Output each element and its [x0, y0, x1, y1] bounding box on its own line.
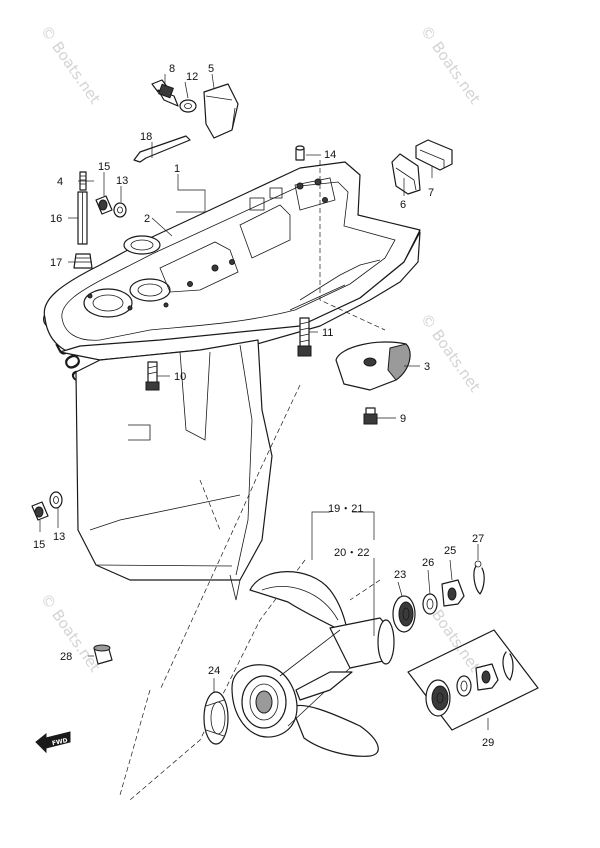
callout-15-top: 15: [98, 161, 110, 173]
part-6-bracket: [391, 153, 421, 195]
callout-11: 11: [322, 327, 333, 339]
part-8-bolt: [151, 79, 179, 107]
callout-12: 12: [186, 71, 198, 83]
callout-10: 10: [174, 371, 186, 383]
callout-7: 7: [428, 187, 434, 199]
callout-13-top: 13: [116, 175, 128, 187]
callout-17: 17: [50, 257, 62, 269]
leader-lines: [39, 73, 489, 730]
fwd-arrow-icon: FWD: [35, 731, 71, 754]
part-15-plug-top: [95, 195, 113, 215]
watermark-top-left: © Boats.net: [37, 22, 104, 107]
callout-6: 6: [400, 199, 406, 211]
callout-4: 4: [57, 176, 63, 188]
callout-3: 3: [424, 361, 430, 373]
callout-9: 9: [400, 413, 406, 425]
part-28-cap: [93, 644, 113, 665]
callout-5: 5: [208, 63, 214, 75]
part-17-fitting: [73, 253, 93, 269]
part-3-trim-tab: [335, 341, 411, 391]
callout-23: 23: [394, 569, 406, 581]
part-23-bearing: [392, 595, 416, 633]
callout-20-22: 20・22: [334, 547, 369, 559]
callout-16: 16: [50, 213, 62, 225]
part-24-thrust-washer: [203, 691, 229, 745]
fwd-label: FWD: [52, 737, 69, 747]
callout-24: 24: [208, 665, 220, 677]
callout-15-lower: 15: [33, 539, 45, 551]
callout-1: 1: [174, 163, 180, 175]
callout-28: 28: [60, 651, 72, 663]
part-12-washer: [179, 99, 197, 113]
callout-27: 27: [472, 533, 484, 545]
part-13-washer-lower: [49, 491, 63, 509]
callouts: 8 12 5 18 14 15 13 1 4 2 16 17 6 7 11 10…: [33, 63, 494, 749]
callout-2: 2: [144, 213, 150, 225]
callout-18: 18: [140, 131, 152, 143]
part-15-plug-lower: [31, 501, 49, 521]
part-16-tube: [77, 191, 88, 245]
part-10-bolt: [145, 361, 160, 391]
watermark-mid-right: © Boats.net: [417, 310, 484, 395]
part-25-nut: [441, 579, 465, 607]
callout-26: 26: [422, 557, 434, 569]
part-18-pin: [133, 135, 191, 163]
callout-25: 25: [444, 545, 456, 557]
part-7-clip: [415, 139, 453, 171]
propeller: [231, 571, 395, 757]
part-14-dowel: [295, 145, 305, 161]
part-9-plug: [363, 407, 378, 425]
callout-19-21: 19・21: [328, 503, 363, 515]
part-13-washer-top: [113, 202, 127, 218]
part-27-cotter-pin: [473, 560, 485, 595]
callout-8: 8: [169, 63, 175, 75]
callout-13-lower: 13: [53, 531, 65, 543]
callout-29: 29: [482, 737, 494, 749]
part-29-kit: [407, 629, 539, 731]
callout-14: 14: [324, 149, 336, 161]
part-5-anode: [203, 83, 239, 139]
watermark-top-right: © Boats.net: [417, 22, 484, 107]
gear-case-housing: [43, 161, 421, 601]
part-11-bolt: [297, 317, 312, 357]
guide-lines: [119, 160, 386, 801]
part-26-washer: [422, 593, 438, 615]
